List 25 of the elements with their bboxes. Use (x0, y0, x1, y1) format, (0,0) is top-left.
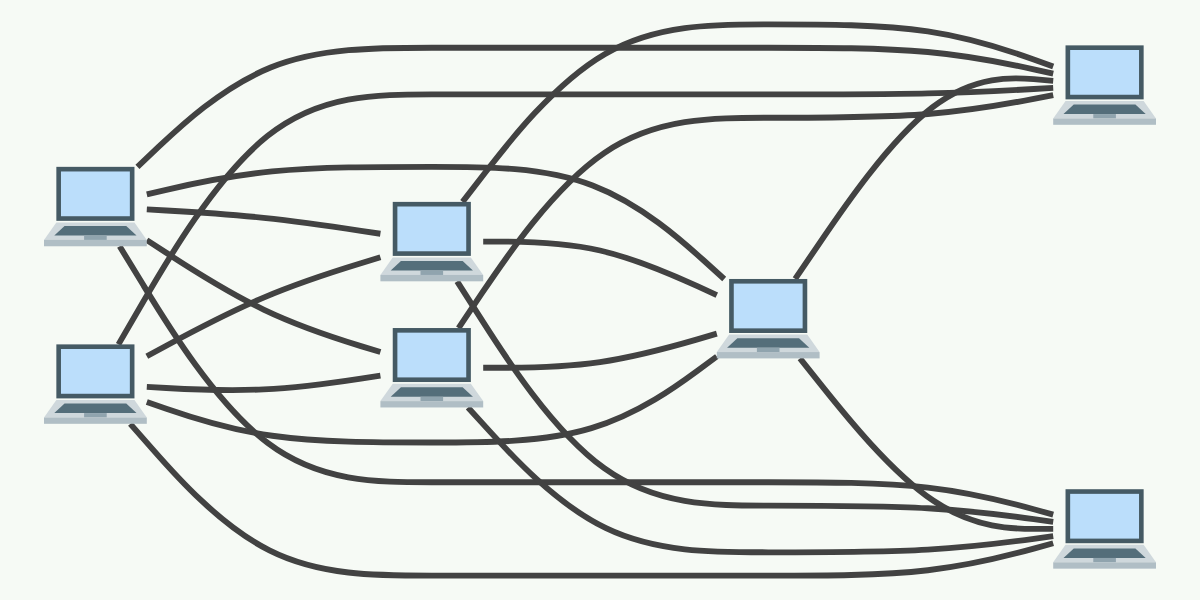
connection-line (128, 421, 1054, 579)
connection-line (115, 85, 1054, 346)
laptop-icon (1053, 489, 1156, 569)
connection-line (456, 92, 1054, 330)
connection-line (792, 75, 1054, 281)
laptop-icon (380, 328, 484, 408)
connection-line (135, 44, 1054, 169)
connection-line (483, 238, 718, 298)
connection-line (146, 372, 381, 394)
laptop-icon (716, 278, 820, 359)
connection-line (117, 244, 1054, 518)
laptop-icon (1053, 45, 1156, 125)
connection-line (146, 206, 381, 237)
connection-line (146, 163, 727, 282)
connection-line (145, 354, 719, 446)
laptop-icon (380, 201, 484, 282)
connection-line (145, 254, 382, 359)
connection-line (454, 279, 1054, 525)
connection-line (483, 330, 718, 371)
connection-line (465, 405, 1054, 556)
laptop-icon (44, 344, 147, 424)
connection-line (797, 356, 1054, 532)
connection-line (145, 237, 382, 355)
laptop-icon (44, 166, 147, 247)
connection-line (460, 21, 1055, 204)
